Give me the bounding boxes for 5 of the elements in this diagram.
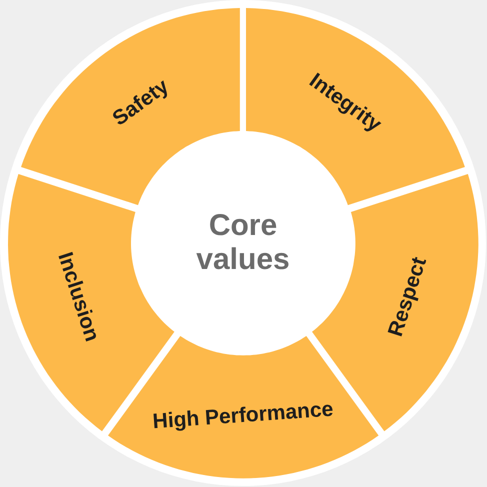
center-title: Core values — [195, 208, 291, 278]
segment-label: High Performance — [150, 398, 335, 434]
ring-segment — [108, 336, 378, 478]
ring-segment — [20, 8, 240, 206]
ring-segment — [246, 8, 466, 206]
